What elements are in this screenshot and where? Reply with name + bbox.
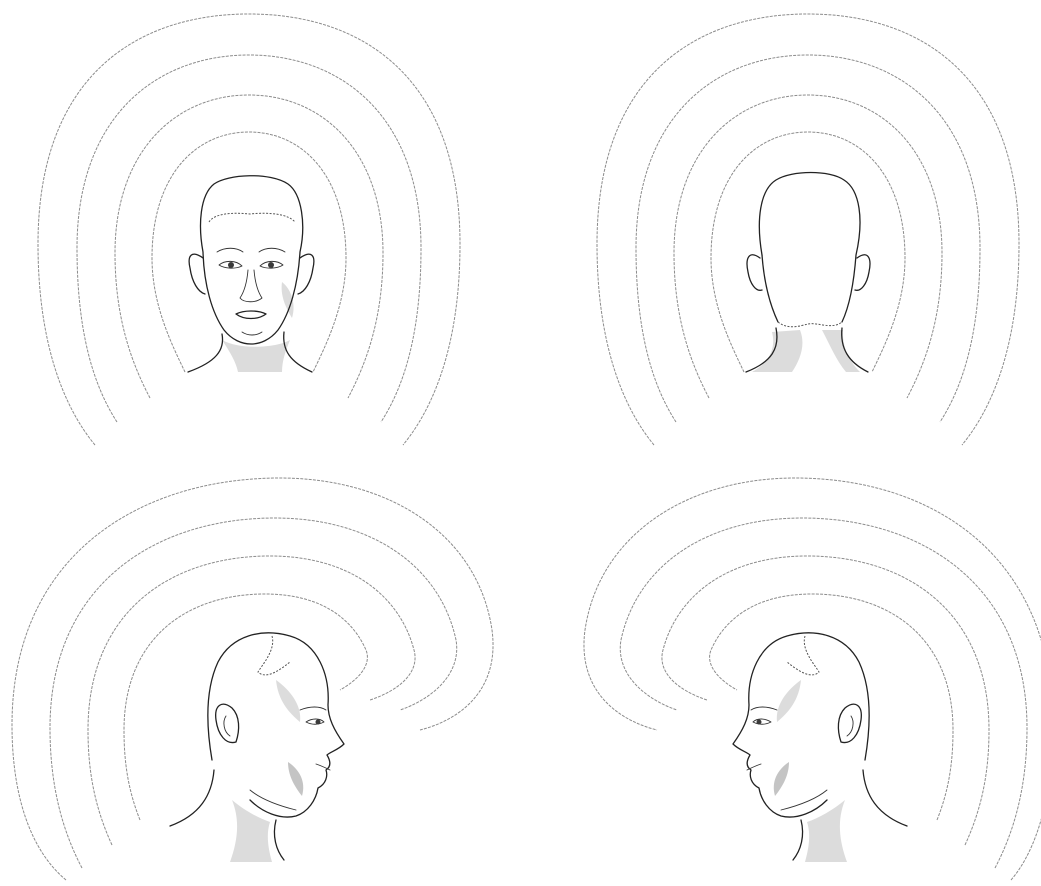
jaw-line [781,790,827,810]
head-outline [208,633,344,817]
brow [300,707,326,710]
neck-shading [805,800,847,862]
wave-ring-4 [584,478,1041,880]
head-outline [759,173,860,323]
wave-rings-front [38,14,460,445]
right-iris [268,262,274,268]
wave-ring-1 [124,594,367,820]
neck-back [863,770,907,826]
head-front [188,176,314,372]
left-brow [217,248,243,252]
panel-front-view [38,14,460,445]
neck-front [274,820,284,860]
cheek-shading [774,762,789,796]
wave-rings-back [597,14,1019,445]
ear [838,704,861,742]
face-shading [276,680,300,722]
ear-inner [224,716,230,736]
left-ear [189,254,205,294]
panel-left-profile [584,478,1041,880]
neck-shading [222,340,290,372]
nape-shading-right [822,330,860,372]
cheek-shading [288,762,303,796]
neck-front [793,820,803,860]
wave-ring-3 [636,55,980,422]
head-back [746,173,870,373]
right-ear [298,254,314,294]
hairline [258,636,290,675]
lips [747,764,761,770]
face-shading [777,680,801,722]
hairline-nape [778,322,842,327]
brow [751,707,777,710]
iris [757,720,762,725]
jaw-line [250,790,296,810]
right-ear [855,255,870,290]
wave-ring-4 [597,14,1019,445]
wave-ring-1 [710,594,953,820]
hairline [209,213,295,222]
neck-shading [230,800,272,862]
eye [306,719,324,724]
nose [240,270,262,302]
head-outline-left [762,255,778,322]
wave-ring-2 [674,95,942,398]
wave-ring-1 [711,132,905,372]
neck-right [284,332,312,372]
hairline [787,636,819,675]
right-brow [259,248,285,252]
eye [753,719,771,724]
wave-rings-left-profile [584,478,1041,880]
panel-right-profile [12,478,493,880]
ear-inner [847,716,853,736]
head-right-profile [170,633,344,862]
neck-back [170,770,214,826]
mouth [236,311,266,319]
lips [316,764,330,770]
ear [216,704,239,742]
left-ear [747,255,762,290]
wave-ring-4 [38,14,460,445]
wave-ring-1 [152,132,346,372]
head-left-profile [733,633,907,862]
chin-line [242,332,262,335]
neck-left [188,334,223,372]
left-iris [228,262,234,268]
iris [316,720,321,725]
head-outline [733,633,869,817]
panel-back-view [597,14,1019,445]
